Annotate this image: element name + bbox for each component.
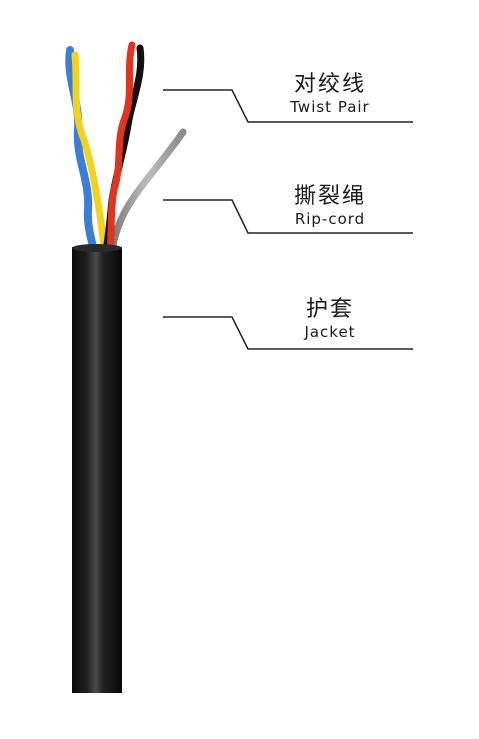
jacket-label: 护套 Jacket — [255, 297, 405, 341]
cable-jacket — [72, 247, 122, 693]
twist-pair-leader-line — [163, 89, 413, 123]
jacket-top-edge — [72, 244, 122, 252]
jacket-label-en: Jacket — [304, 323, 356, 341]
red-wire — [106, 41, 136, 256]
twist-pair-label-en: Twist Pair — [290, 98, 370, 116]
rip-cord-wire — [108, 128, 187, 254]
twist-pair-label-zh: 对绞线 — [293, 72, 366, 97]
yellow-wire — [71, 51, 108, 256]
rip-cord-label: 撕裂绳 Rip-cord — [255, 184, 405, 228]
twist-pair-label: 对绞线 Twist Pair — [255, 72, 405, 116]
jacket-label-zh: 护套 — [305, 297, 354, 322]
rip-cord-label-en: Rip-cord — [294, 210, 366, 228]
rip-cord-leader-line — [163, 199, 413, 234]
rip-cord-label-zh: 撕裂绳 — [293, 184, 366, 209]
jacket-leader-line — [163, 316, 413, 350]
